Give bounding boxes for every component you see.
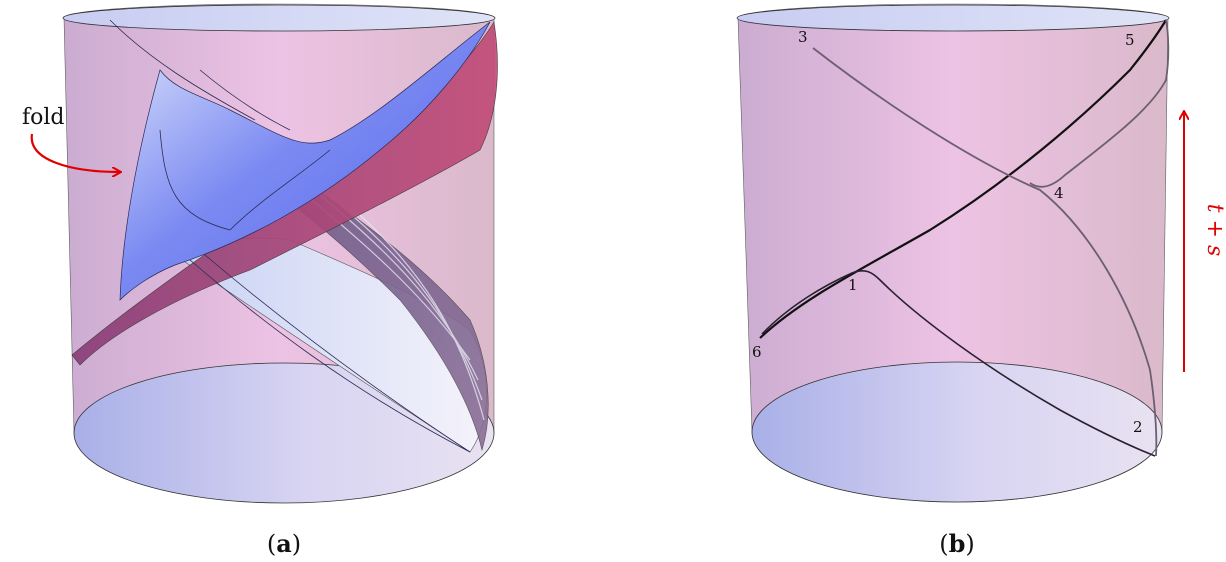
point-label-4: 4 xyxy=(1054,184,1064,202)
point-label-6: 6 xyxy=(752,343,762,361)
bottom-disc-b xyxy=(751,361,1163,503)
top-rim-b xyxy=(736,4,1170,32)
curve-4-5 xyxy=(1029,19,1170,188)
fold-label: fold xyxy=(22,105,65,130)
point-label-1: 1 xyxy=(848,276,858,294)
panel-b: 1 2 3 4 5 6 t + s (b) xyxy=(736,3,1226,558)
caption-b: (b) xyxy=(939,529,975,558)
curve-3-4-2 xyxy=(812,47,1158,457)
strip-lines xyxy=(299,189,485,421)
point-label-2: 2 xyxy=(1133,418,1143,436)
point-label-3: 3 xyxy=(798,28,808,46)
fold-arrow xyxy=(30,133,120,172)
panel-a: fold (a) xyxy=(22,3,498,558)
curves xyxy=(759,19,1170,457)
curve-6-5 xyxy=(759,19,1167,339)
time-axis-label: t + s xyxy=(1202,204,1226,257)
top-rim xyxy=(62,4,496,32)
point-label-5: 5 xyxy=(1125,31,1135,49)
caption-a: (a) xyxy=(267,529,301,558)
blue-surface xyxy=(119,21,491,301)
crease-lines xyxy=(109,19,471,453)
curve-6-1-2 xyxy=(761,270,1156,457)
